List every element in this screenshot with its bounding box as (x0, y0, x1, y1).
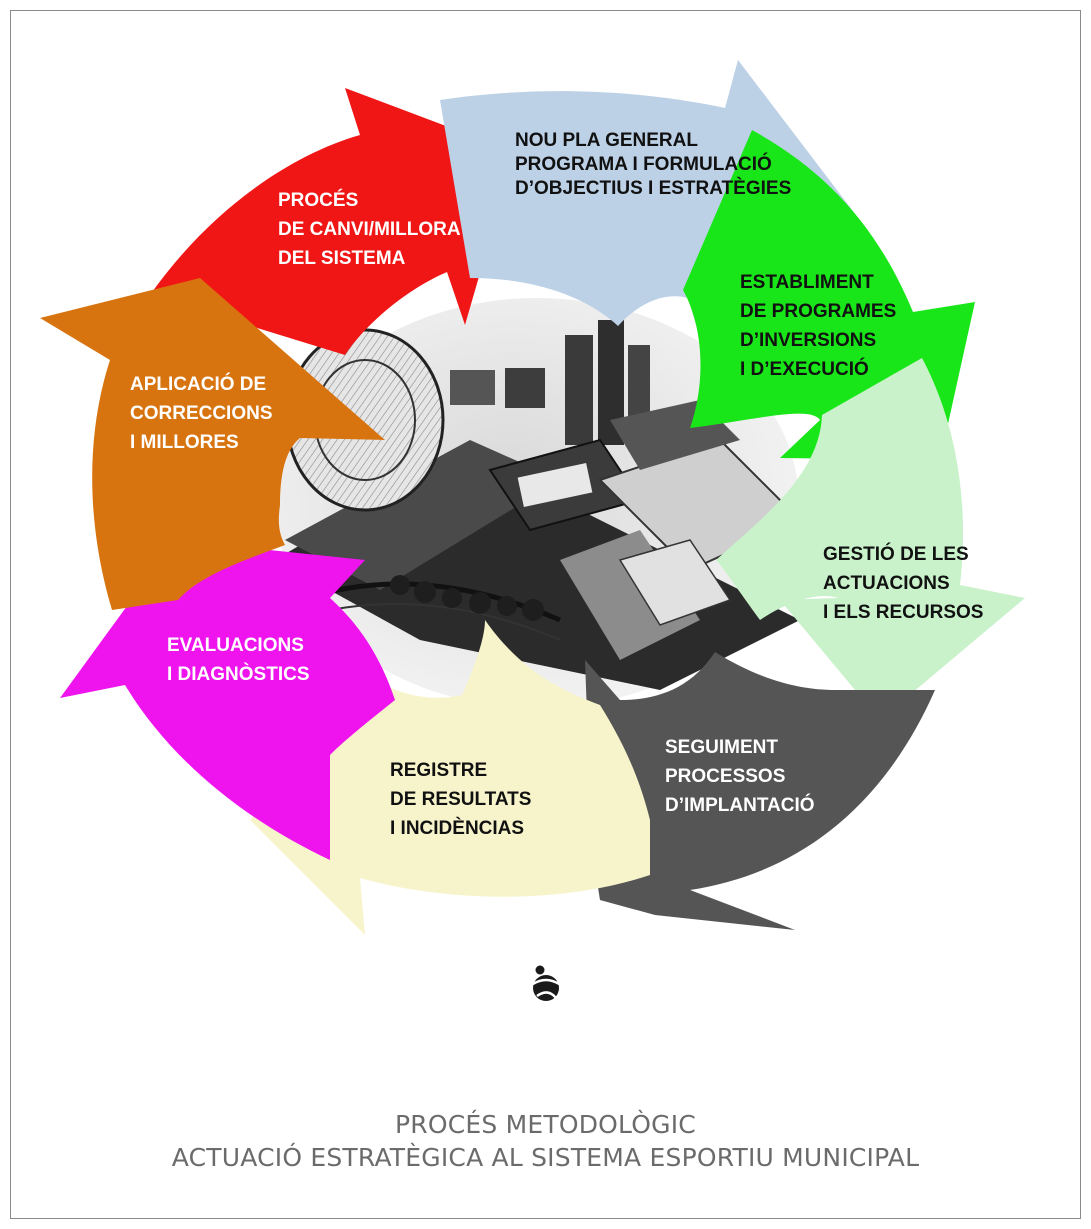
stage-label-line: DE CANVI/MILLORA (278, 219, 461, 240)
stage-label-line: CORRECCIONS (130, 403, 273, 424)
stage-label-line: GESTIÓ DE LES (823, 543, 969, 565)
caption-line-1: PROCÉS METODOLÒGIC (395, 1110, 696, 1139)
stage-label-line: D’OBJECTIUS I ESTRATÈGIES (515, 177, 791, 199)
stage-arrow-seguiment (585, 652, 935, 930)
cycle-arrows (40, 60, 1025, 935)
stage-label-registre: REGISTRE DE RESULTATS I INCIDÈNCIAS (390, 760, 531, 839)
stage-label-line: ESTABLIMENT (740, 272, 874, 293)
stage-label-line: I ELS RECURSOS (823, 602, 983, 623)
stage-label-line: APLICACIÓ DE (130, 373, 266, 395)
stage-label-line: DE PROGRAMES (740, 301, 896, 322)
stage-label-seguiment: SEGUIMENT PROCESSOS D’IMPLANTACIÓ (665, 737, 815, 816)
stage-arrow-registre (250, 620, 650, 935)
caption-line-2: ACTUACIÓ ESTRATÈGICA AL SISTEMA ESPORTIU… (171, 1143, 920, 1172)
stage-label-line: PROGRAMA I FORMULACIÓ (515, 153, 772, 175)
stage-label-line: NOU PLA GENERAL (515, 130, 698, 151)
stage-label-line: I D’EXECUCIÓ (740, 358, 869, 380)
stage-label-line: SEGUIMENT (665, 737, 778, 758)
stage-arrow-gestio (716, 358, 1025, 720)
stage-label-line: PROCESSOS (665, 766, 785, 787)
stage-label-line: D’IMPLANTACIÓ (665, 794, 815, 816)
stage-label-line: EVALUACIONS (167, 635, 304, 656)
stage-label-line: DEL SISTEMA (278, 248, 406, 269)
stage-label-evaluacions: EVALUACIONS I DIAGNÒSTICS (167, 635, 310, 685)
stage-label-aplicacio: APLICACIÓ DE CORRECCIONS I MILLORES (130, 373, 273, 453)
stage-label-line: I MILLORES (130, 432, 239, 453)
stage-label-gestio: GESTIÓ DE LES ACTUACIONS I ELS RECURSOS (823, 543, 983, 623)
sport-logo-icon (532, 965, 560, 1001)
stage-label-line: REGISTRE (390, 760, 487, 781)
stage-arrow-proces (150, 88, 515, 355)
stage-arrow-evaluacions (60, 540, 395, 860)
stage-label-line: ACTUACIONS (823, 573, 950, 594)
stage-label-line: DE RESULTATS (390, 789, 531, 810)
stage-label-line: I INCIDÈNCIAS (390, 817, 524, 839)
stage-label-establiment: ESTABLIMENT DE PROGRAMES D’INVERSIONS I D’E… (740, 272, 896, 380)
stage-label-proces: PROCÉS DE CANVI/MILLORA DEL SISTEMA (278, 189, 461, 269)
stage-label-line: I DIAGNÒSTICS (167, 663, 310, 685)
stadium-city-illustration (275, 298, 802, 708)
stage-label-line: PROCÉS (278, 189, 358, 211)
stage-label-line: D’INVERSIONS (740, 330, 876, 351)
stage-arrow-aplicacio (40, 278, 385, 610)
